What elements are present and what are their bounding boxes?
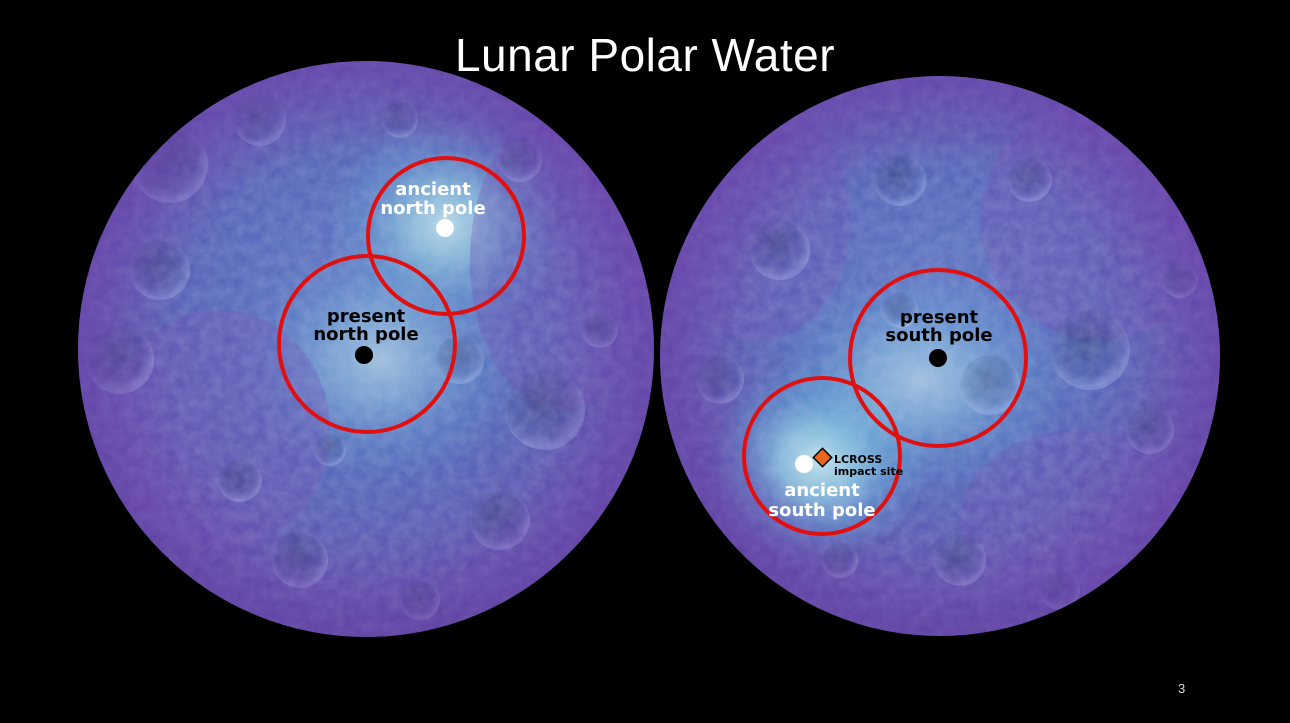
ancient-north-pole-marker bbox=[436, 219, 454, 237]
present-south-pole-ring bbox=[848, 268, 1028, 448]
present-south-pole-marker bbox=[929, 349, 947, 367]
lcross-impact-marker bbox=[812, 447, 833, 468]
present-north-pole-label-line2: north pole bbox=[313, 324, 418, 345]
slide-title: Lunar Polar Water bbox=[454, 29, 836, 81]
page-number: 3 bbox=[1178, 681, 1186, 696]
ancient-north-pole-ring bbox=[366, 156, 526, 316]
ancient-south-pole-marker bbox=[795, 455, 813, 473]
ancient-north-pole-label-line1: ancient bbox=[395, 179, 471, 200]
ancient-north-pole-label-line2: north pole bbox=[380, 198, 485, 219]
ancient-south-pole-label-line2: south pole bbox=[768, 500, 875, 521]
present-north-pole-marker bbox=[355, 346, 373, 364]
ancient-south-pole-ring bbox=[742, 376, 902, 536]
lcross-label-line1: LCROSS bbox=[834, 453, 882, 466]
present-south-pole-label-line2: south pole bbox=[885, 325, 992, 346]
ancient-south-pole-label-line1: ancient bbox=[784, 480, 860, 501]
lcross-label-line2: impact site bbox=[834, 465, 903, 478]
north-pole-map: ancient north pole present north pole bbox=[78, 61, 654, 637]
present-south-pole-label-line1: present bbox=[900, 307, 979, 328]
present-north-pole-ring bbox=[277, 254, 457, 434]
present-north-pole-label-line1: present bbox=[327, 306, 406, 327]
south-pole-map: present south pole ancient south pole LC… bbox=[660, 76, 1220, 636]
